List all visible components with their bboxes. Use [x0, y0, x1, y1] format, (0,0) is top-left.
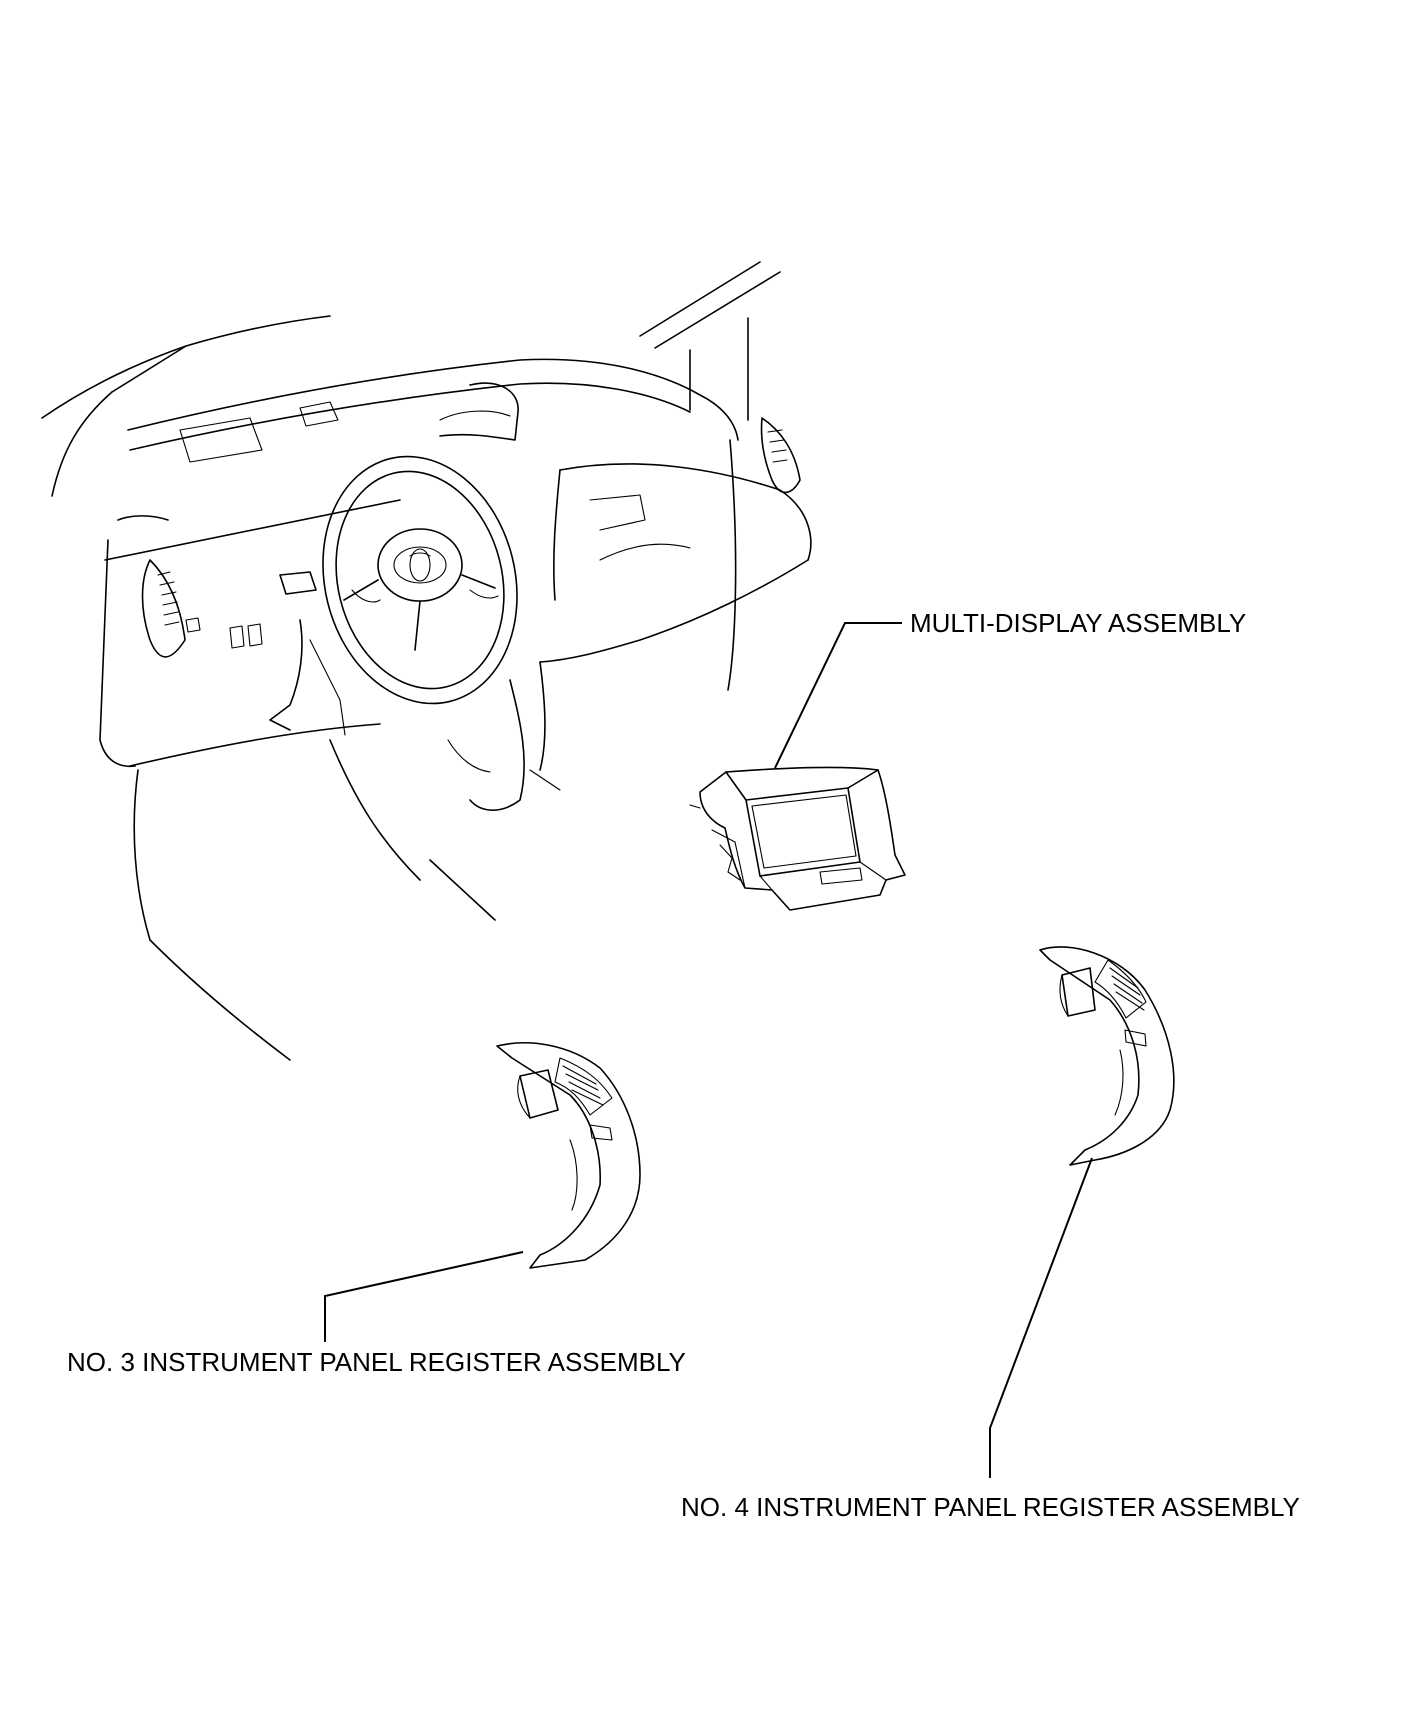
- multi-display-part: [689, 766, 906, 911]
- register-no3-part: [496, 1042, 641, 1269]
- register-no4-part: [1039, 946, 1175, 1166]
- leader-register-no4: [989, 1157, 1093, 1478]
- register-no3-label: NO. 3 INSTRUMENT PANEL REGISTER ASSEMBLY: [67, 1347, 686, 1377]
- leader-register-no3: [324, 1251, 524, 1342]
- dashboard-illustration: [41, 261, 812, 1061]
- register-no4-label: NO. 4 INSTRUMENT PANEL REGISTER ASSEMBLY: [681, 1492, 1300, 1522]
- leader-multi-display: [774, 622, 902, 769]
- multi-display-label: MULTI-DISPLAY ASSEMBLY: [910, 608, 1247, 638]
- leader-lines: [324, 622, 1093, 1478]
